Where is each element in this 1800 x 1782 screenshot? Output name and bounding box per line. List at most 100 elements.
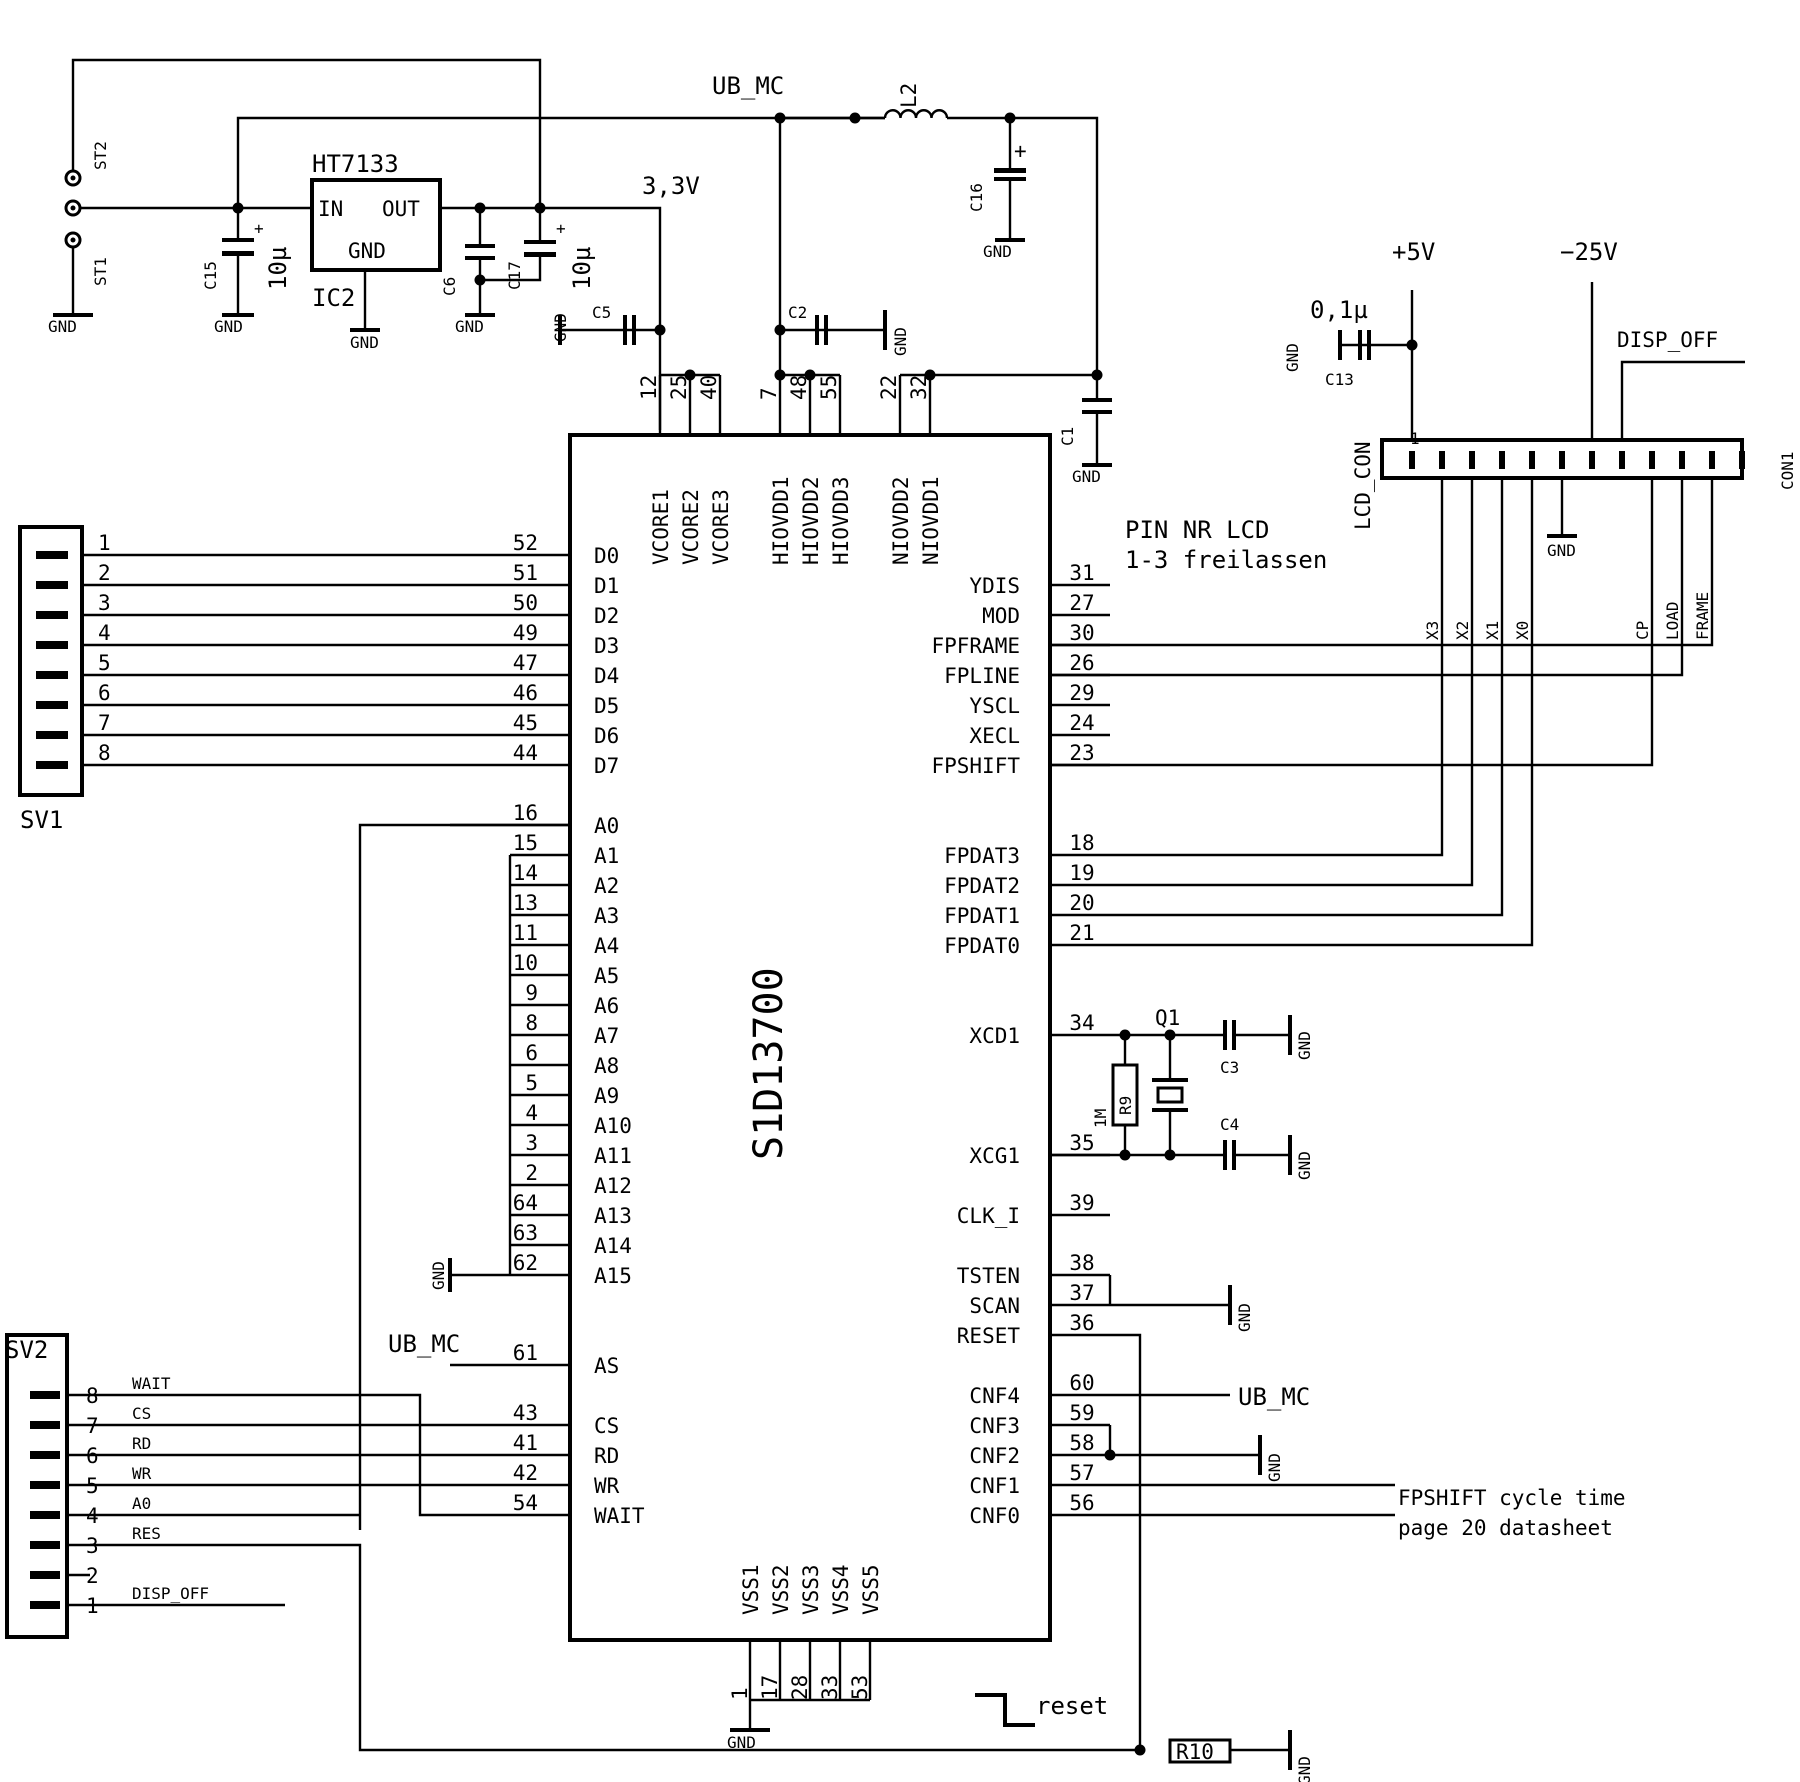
pin-number: 1 (728, 1687, 752, 1700)
pin-number: 31 (1069, 561, 1094, 585)
con1-label: CON1 (1778, 451, 1797, 490)
pin-name-d0: D0 (594, 544, 619, 568)
gnd-label: GND (1295, 1151, 1314, 1180)
fpshift-note-2: page 20 datasheet (1398, 1516, 1613, 1540)
pin-name-xecl: XECL (969, 724, 1020, 748)
pin-number: 34 (1069, 1011, 1094, 1035)
pin-number: 33 (818, 1675, 842, 1700)
con1-pin-contact (1469, 451, 1475, 469)
con1-pin-contact (1439, 451, 1445, 469)
gnd-label: GND (983, 242, 1012, 261)
pin-name-vcore1: VCORE1 (649, 489, 673, 565)
c15-value: 10µ (264, 247, 292, 290)
con1-pin-contact (1649, 451, 1655, 469)
c3-label: C3 (1220, 1058, 1239, 1077)
sv2-signal-wr: WR (132, 1464, 152, 1483)
pin-name-a13: A13 (594, 1204, 632, 1228)
pin-number: 32 (907, 375, 931, 400)
con1-signal-load: LOAD (1663, 601, 1682, 640)
gnd-label: GND (455, 317, 484, 336)
address-wiring: GND UB_MC (358, 823, 570, 1530)
con1-pin-contact (1739, 451, 1745, 469)
con1-pin-contact (1409, 451, 1415, 469)
pin-name-fpline: FPLINE (944, 664, 1020, 688)
reset-note: reset (1036, 1692, 1108, 1720)
sv1-pin-contact (36, 671, 68, 679)
sv1-pin-contact (36, 731, 68, 739)
con1-signal-x2: X2 (1453, 621, 1472, 640)
pin-number: 43 (513, 1401, 538, 1425)
sv2-label: SV2 (5, 1336, 48, 1364)
sv1-label: SV1 (20, 806, 63, 834)
sv2-wiring (67, 1393, 1140, 1752)
gnd-label: GND (1235, 1303, 1254, 1332)
sv2-pin-contact (30, 1511, 60, 1519)
lcd-note-2: 1-3 freilassen (1125, 546, 1327, 574)
r9-value: 1M (1091, 1109, 1110, 1128)
gnd-label: GND (214, 317, 243, 336)
con1-pin-contact (1679, 451, 1685, 469)
gnd-label: GND (350, 333, 379, 352)
pin-name-fpdat0: FPDAT0 (944, 934, 1020, 958)
pin-number: 12 (637, 375, 661, 400)
chip-body (568, 433, 1052, 1642)
pin-name-hiovdd1: HIOVDD1 (769, 476, 793, 565)
pin-number: 50 (513, 591, 538, 615)
sv2-pin-contact (30, 1481, 60, 1489)
sv2-pin-contact (30, 1391, 60, 1399)
c6-label: C6 (440, 277, 459, 296)
lcd-con-label: LCD_CON (1351, 441, 1375, 530)
pin-number: 57 (1069, 1461, 1094, 1485)
gnd-label: GND (891, 327, 910, 356)
c13-label: C13 (1325, 370, 1354, 389)
sv2-signal-rd: RD (132, 1434, 151, 1453)
sv2-signal-cs: CS (132, 1404, 151, 1423)
v33-label: 3,3V (642, 172, 700, 200)
pin-number: 62 (513, 1251, 538, 1275)
pin-number: 11 (513, 921, 538, 945)
pin-name-tsten: TSTEN (957, 1264, 1020, 1288)
pin-number: 6 (525, 1041, 538, 1065)
pin-number: 61 (513, 1341, 538, 1365)
pin-name-a11: A11 (594, 1144, 632, 1168)
c2-label: C2 (788, 303, 807, 322)
pin-number: 45 (513, 711, 538, 735)
gnd-label: GND (1547, 541, 1576, 560)
con1-pin-contact (1529, 451, 1535, 469)
sv1-pin-number: 4 (98, 621, 111, 645)
pin-name-a7: A7 (594, 1024, 619, 1048)
pin-name-clk_i: CLK_I (957, 1204, 1020, 1228)
pin-number: 28 (788, 1675, 812, 1700)
sv1-pin-number: 1 (98, 531, 111, 555)
pin-name-fpdat2: FPDAT2 (944, 874, 1020, 898)
plus-sign: + (556, 219, 566, 238)
pin-name-d3: D3 (594, 634, 619, 658)
pin-name-xcd1: XCD1 (969, 1024, 1020, 1048)
pin-number: 40 (697, 375, 721, 400)
con1-signal-cp: CP (1633, 621, 1652, 640)
pin-number: 22 (877, 375, 901, 400)
con1-pin-contact (1619, 451, 1625, 469)
pin-number: 27 (1069, 591, 1094, 615)
pin-number: 21 (1069, 921, 1094, 945)
sv1-pin-number: 7 (98, 711, 111, 735)
con1-signal-x0: X0 (1513, 621, 1532, 640)
r10-label: R10 (1176, 1740, 1214, 1764)
pin-number: 25 (667, 375, 691, 400)
pin-number: 51 (513, 561, 538, 585)
sv1-pin-contact (36, 641, 68, 649)
pin-number: 18 (1069, 831, 1094, 855)
sv1-pin-contact (36, 581, 68, 589)
pin-number: 48 (787, 375, 811, 400)
pin-name-a12: A12 (594, 1174, 632, 1198)
sv1-pin-contact (36, 611, 68, 619)
con1-signal-frame: FRAME (1693, 592, 1712, 640)
con1-pin-contact (1709, 451, 1715, 469)
r9-label: R9 (1116, 1096, 1135, 1115)
pin-name-a4: A4 (594, 934, 619, 958)
pin-number: 26 (1069, 651, 1094, 675)
as-ub-mc-label: UB_MC (388, 1330, 460, 1358)
